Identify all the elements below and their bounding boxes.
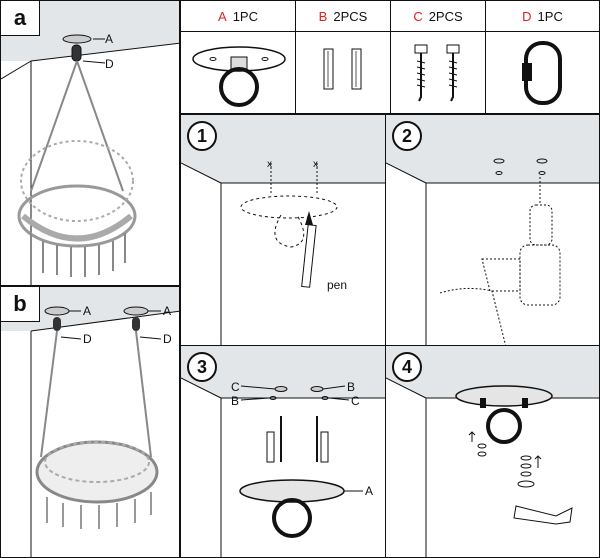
label-a: A xyxy=(365,484,374,498)
carabiner-icon xyxy=(522,41,562,105)
step-3-panel: 3 C B B C A xyxy=(180,345,386,558)
panel-b-tag: b xyxy=(1,287,40,322)
wall-anchor-icon xyxy=(323,48,362,90)
panel-b: b A D A D xyxy=(0,286,180,558)
svg-text:x: x xyxy=(313,159,318,170)
label-a-left: A xyxy=(83,304,92,318)
label-c-right: C xyxy=(351,394,360,408)
step-2-panel: 2 xyxy=(385,114,600,346)
step-2-number: 2 xyxy=(392,121,422,151)
label-c-left: C xyxy=(231,380,240,394)
ceiling-plate-icon xyxy=(192,46,286,107)
drill-holes-illustration xyxy=(386,115,599,345)
label-b-right: B xyxy=(347,380,356,394)
label-d-left: D xyxy=(83,332,92,346)
hanging-chair-b-illustration xyxy=(1,287,179,557)
label-d: D xyxy=(105,57,114,71)
panel-a: a A D xyxy=(0,0,180,286)
install-anchors-illustration xyxy=(181,346,385,557)
step-3-number: 3 xyxy=(187,352,217,382)
step-1-number: 1 xyxy=(187,121,217,151)
pen-label: pen xyxy=(327,278,348,292)
label-d-right: D xyxy=(163,332,172,346)
step-4-panel: 4 xyxy=(385,345,600,558)
tighten-bolts-illustration xyxy=(386,346,599,557)
panel-a-tag: a xyxy=(1,1,40,36)
label-a-right: A xyxy=(163,304,172,318)
svg-text:x: x xyxy=(267,159,272,170)
label-b-left: B xyxy=(231,394,240,408)
hanging-chair-a-illustration xyxy=(1,1,179,285)
label-a: A xyxy=(105,32,114,46)
step-4-number: 4 xyxy=(392,352,422,382)
bolt-icon xyxy=(414,44,460,102)
